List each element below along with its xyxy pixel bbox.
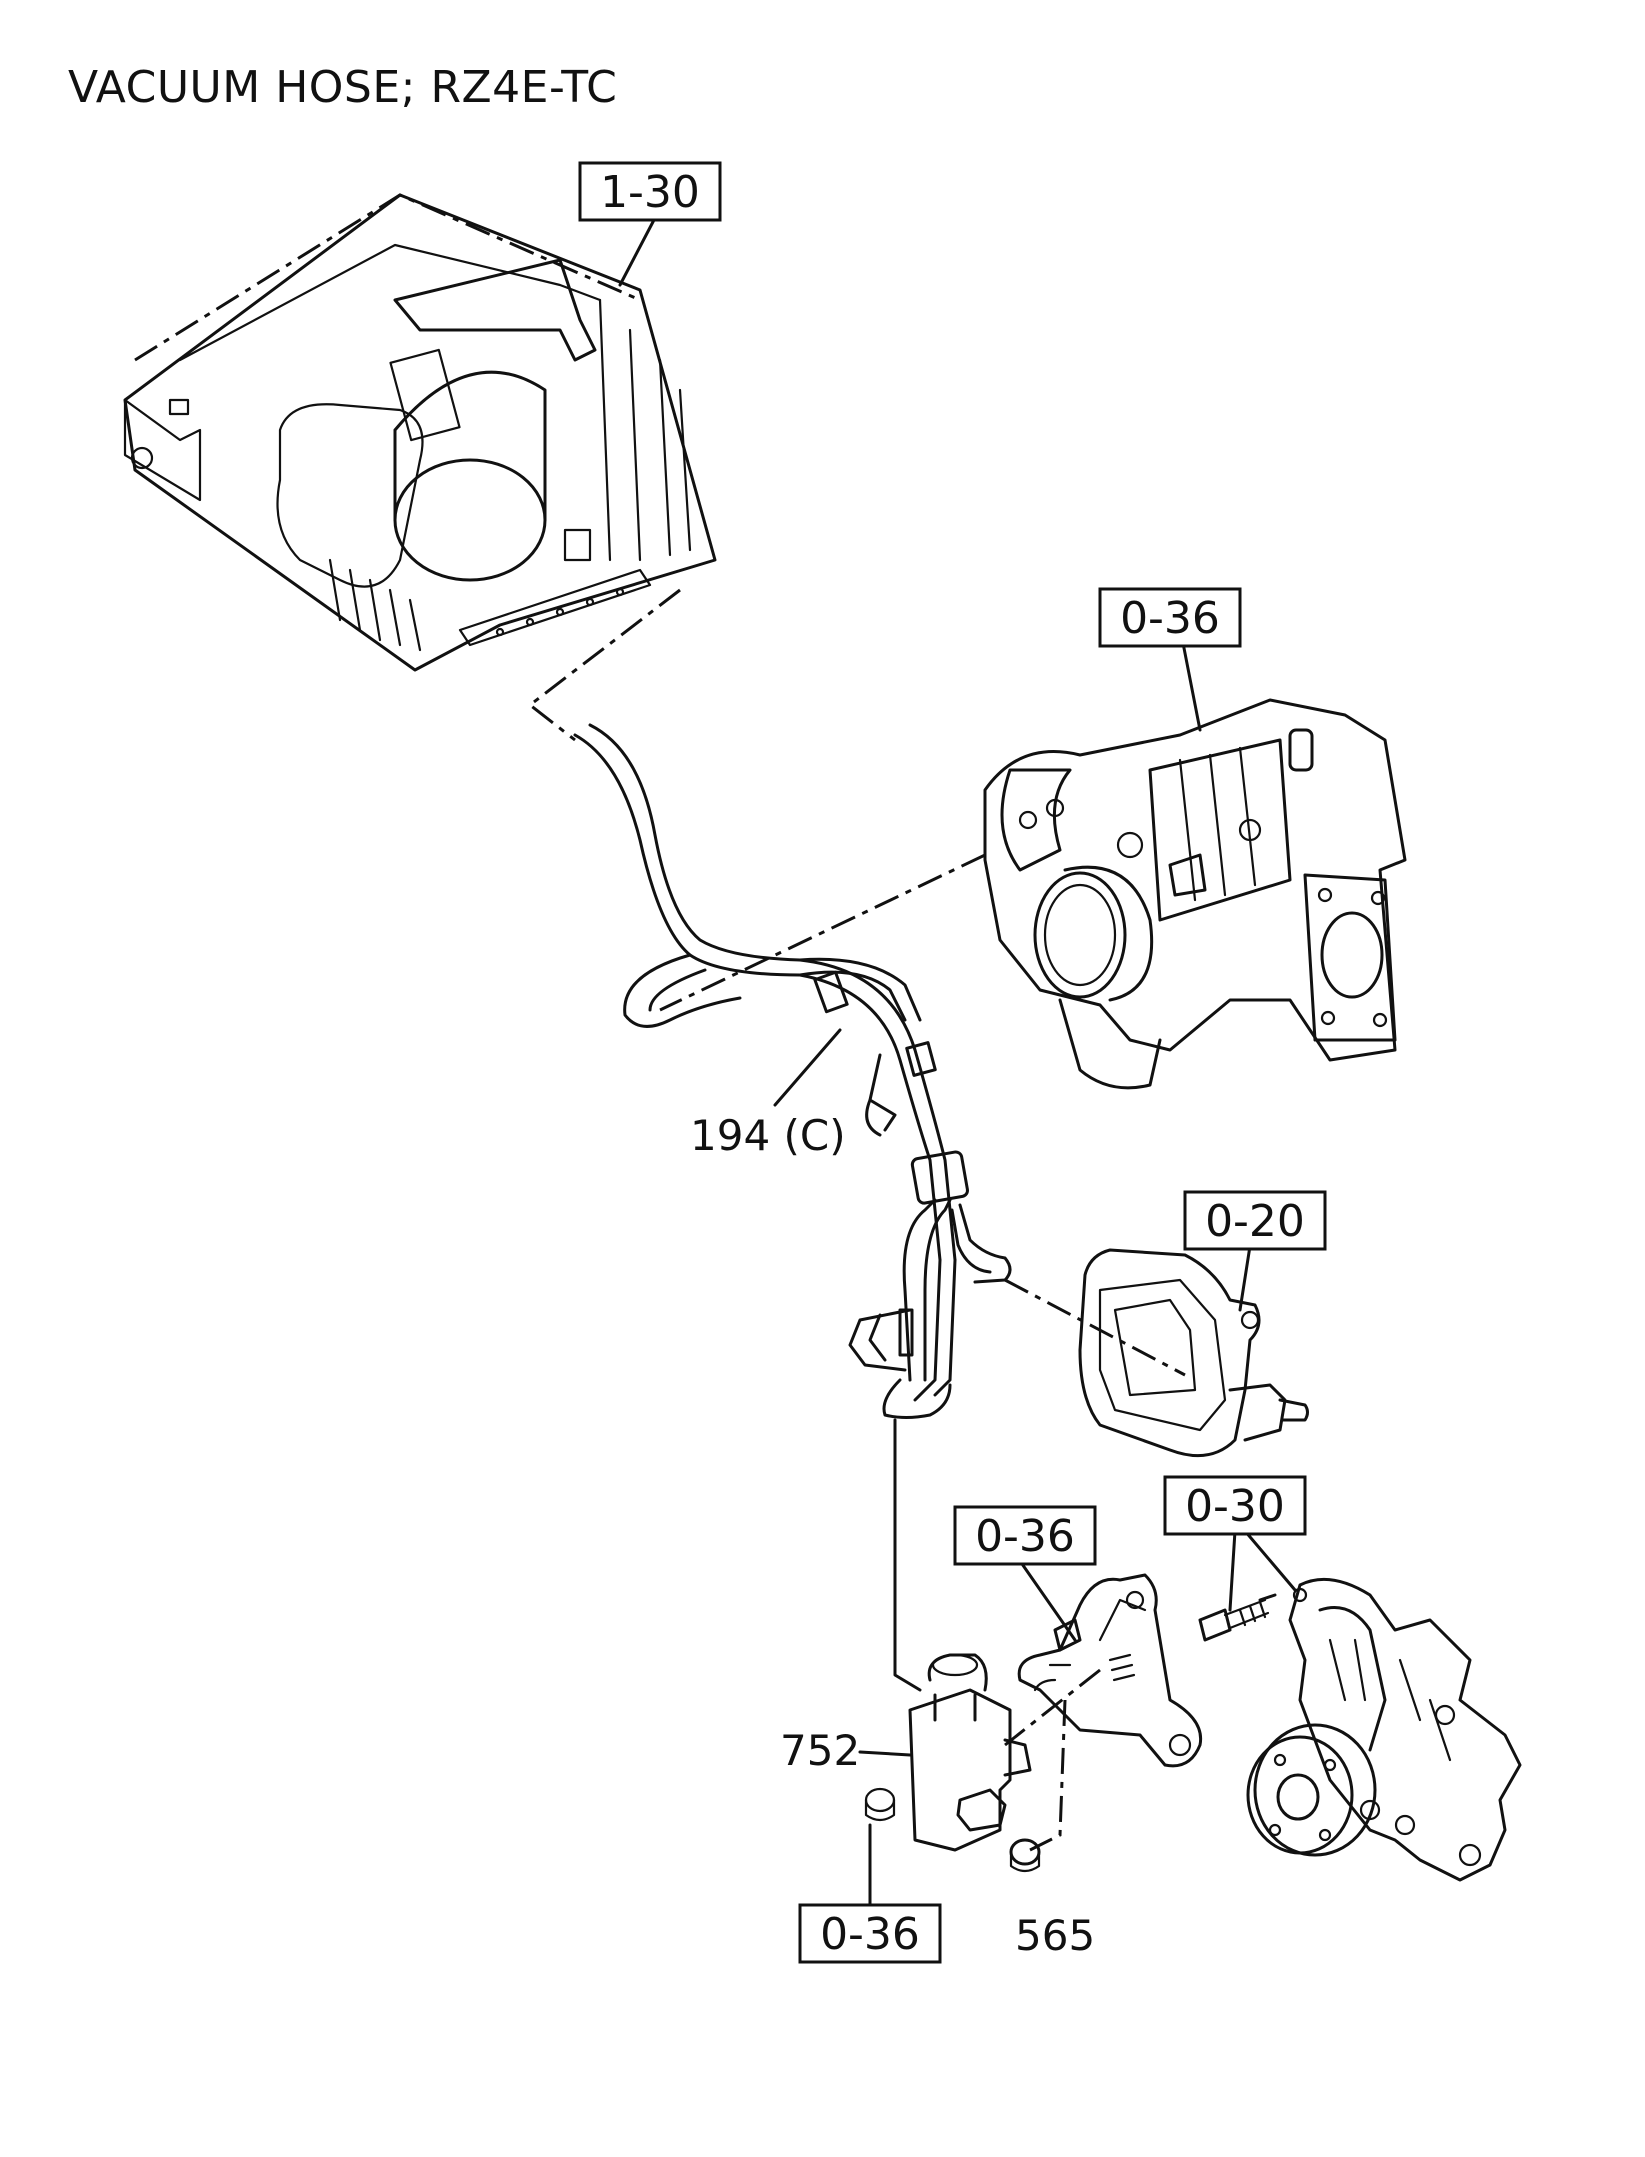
vacuum-hose-illustration (573, 723, 1012, 1419)
water-pump-callout-leader (1228, 1529, 1237, 1612)
bracket-callout: 0-36 (975, 1511, 1075, 1562)
water-pump-illustration (1246, 1577, 1522, 1882)
solenoid-valve-illustration (864, 1653, 1032, 1852)
air-cleaner-hose-link (527, 588, 681, 742)
hose-part-leader (773, 1028, 842, 1107)
water-pump-callout-leader-2 (1243, 1529, 1297, 1592)
air-cleaner-callout-leader (618, 216, 657, 287)
bracket-nut-link (1029, 1699, 1067, 1852)
vacuum-pump-callout: 0-20 (1205, 1196, 1305, 1247)
turbocharger-hose-link (659, 853, 986, 1012)
bracket-callout-leader (1018, 1559, 1077, 1642)
air-cleaner-leader-line (134, 193, 641, 362)
nut-callout-box (798, 1903, 942, 1964)
vacuum-pump-callout-box (1183, 1190, 1327, 1251)
nut-part-label: 565 (1015, 1911, 1095, 1960)
turbocharger-illustration (983, 698, 1407, 1090)
solenoid-part-label: 752 (780, 1726, 860, 1775)
vacuum-pump-callout-leader (1238, 1244, 1252, 1312)
turbocharger-callout-box (1098, 587, 1242, 648)
hose-part-label: 194 (C) (690, 1111, 846, 1160)
turbocharger-callout-leader (1181, 641, 1202, 732)
bracket-illustration (1017, 1573, 1203, 1768)
diagram-title: VACUUM HOSE; RZ4E-TC (68, 62, 618, 113)
air-cleaner-illustration (123, 193, 717, 672)
solenoid-part-leader (858, 1750, 912, 1757)
bracket-solenoid-link (1004, 1668, 1101, 1747)
air-cleaner-callout: 1-30 (600, 167, 700, 218)
water-pump-bolts (1198, 1593, 1277, 1642)
bracket-callout-box (953, 1505, 1097, 1566)
nut-565-illustration (1009, 1838, 1041, 1873)
vacuum-pump-hose-link (1004, 1278, 1186, 1377)
hose-solenoid-link (893, 1418, 922, 1692)
air-cleaner-callout-box (578, 161, 722, 222)
vacuum-pump-illustration (1078, 1248, 1309, 1458)
water-pump-callout: 0-30 (1185, 1481, 1285, 1532)
water-pump-callout-box (1163, 1475, 1307, 1536)
nut-callout: 0-36 (820, 1909, 920, 1960)
turbocharger-callout: 0-36 (1120, 593, 1220, 644)
